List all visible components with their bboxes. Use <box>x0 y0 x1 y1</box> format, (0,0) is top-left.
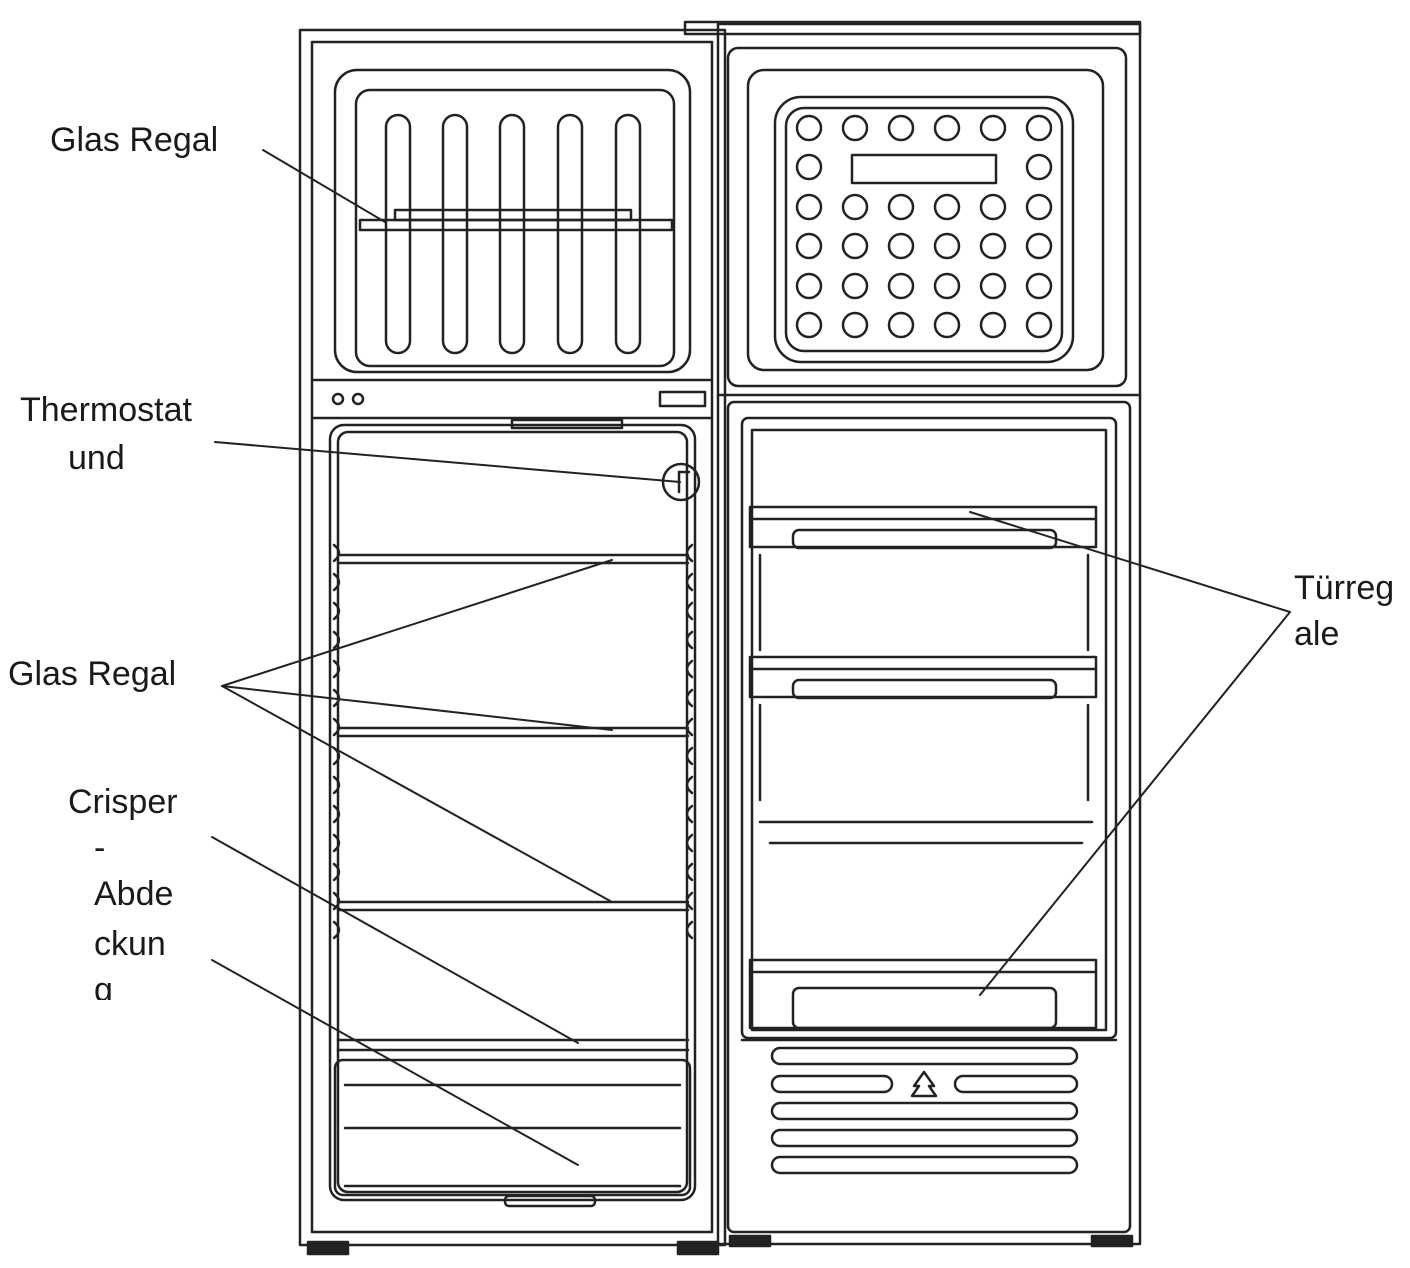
shelf-support <box>685 601 694 621</box>
shelf-support <box>332 717 341 737</box>
freezer-compartment <box>333 68 692 374</box>
shelf-support <box>332 688 341 708</box>
cabinet-body <box>298 28 727 1256</box>
shelf-support <box>685 688 694 708</box>
door-dimple <box>933 193 961 221</box>
leader-lines <box>211 149 1291 1166</box>
shelf-support <box>332 862 341 882</box>
glass-shelf-3 <box>336 900 690 912</box>
fridge-door <box>726 400 1132 1234</box>
shelf-support <box>685 543 694 563</box>
label-thermostat: Thermostat <box>20 391 192 429</box>
shelf-support <box>685 833 694 853</box>
shelf-support <box>332 572 341 592</box>
door-dimple <box>795 153 823 181</box>
glass-shelf-2 <box>336 726 690 738</box>
door-dimple <box>979 232 1007 260</box>
crisper-cover <box>336 1038 690 1052</box>
door-dimple <box>841 114 869 142</box>
door-dimple <box>795 311 823 339</box>
shelf-support <box>332 543 341 563</box>
door-dimple <box>841 311 869 339</box>
door-balcony-2 <box>748 655 1098 700</box>
label-abde: Abde <box>94 875 174 913</box>
label-glas-regal-top: Glas Regal <box>50 121 219 159</box>
label-crisper-dash: - <box>94 829 106 867</box>
vent-grille <box>740 1038 1118 1175</box>
door-dimple <box>841 193 869 221</box>
tree-logo-icon <box>910 1070 938 1098</box>
shelf-support <box>332 804 341 824</box>
shelf-support <box>332 891 341 911</box>
label-crisper: Crisper <box>68 783 178 821</box>
door-dimple <box>887 193 915 221</box>
door-dimple <box>933 311 961 339</box>
shelf-support <box>685 891 694 911</box>
freezer-rib <box>614 113 642 355</box>
freezer-door <box>726 46 1128 388</box>
shelf-support <box>685 746 694 766</box>
shelf-support <box>685 862 694 882</box>
shelf-support <box>685 804 694 824</box>
freezer-rib <box>384 113 412 355</box>
door-dimple <box>795 232 823 260</box>
shelf-support <box>685 717 694 737</box>
door-dimple <box>887 272 915 300</box>
freezer-rib <box>498 113 526 355</box>
door-dimple <box>795 114 823 142</box>
door-dimple <box>1025 272 1053 300</box>
door-balcony-3 <box>748 958 1098 1030</box>
door-dimple <box>795 193 823 221</box>
shelf-support <box>685 775 694 795</box>
label-tuerregale-ale: ale <box>1294 615 1340 653</box>
door-dimple <box>1025 153 1053 181</box>
door-dimples <box>795 114 1053 339</box>
door-dimple <box>841 272 869 300</box>
door-balcony-1 <box>748 505 1098 550</box>
label-g: g <box>94 971 113 1000</box>
freezer-rib <box>441 113 469 355</box>
label-tuerregale: Türreg <box>1294 569 1395 607</box>
label-ckun: ckun <box>94 925 166 963</box>
shelf-support <box>332 833 341 853</box>
label-glas-regal-middle: Glas Regal <box>8 655 177 693</box>
door-dimple <box>1025 114 1053 142</box>
freezer-rib <box>556 113 584 355</box>
glass-shelf-1 <box>336 553 690 565</box>
shelf-support <box>685 920 694 940</box>
freezer-glass-shelf <box>358 218 674 232</box>
crisper-drawer <box>333 1058 692 1208</box>
door-dimple <box>887 114 915 142</box>
shelf-support <box>332 775 341 795</box>
label-thermostat-und: und <box>68 439 125 477</box>
shelf-supports <box>332 543 694 940</box>
door-dimple <box>933 232 961 260</box>
divider-strip <box>310 378 714 420</box>
door-dimple <box>979 193 1007 221</box>
door-dimple <box>887 311 915 339</box>
door-dimple <box>979 114 1007 142</box>
shelf-support <box>332 630 341 650</box>
door-dimple <box>933 272 961 300</box>
door-dimple <box>979 272 1007 300</box>
shelf-support <box>685 659 694 679</box>
fridge-compartment <box>328 418 701 1208</box>
door-dimple <box>795 272 823 300</box>
shelf-support <box>685 630 694 650</box>
door-dimple <box>979 311 1007 339</box>
door-dimple <box>841 232 869 260</box>
door-dimple <box>887 232 915 260</box>
door-dimple <box>1025 311 1053 339</box>
door-dimple <box>1025 193 1053 221</box>
thermostat-dial <box>661 462 701 502</box>
door-label-plate <box>850 153 998 185</box>
shelf-support <box>685 572 694 592</box>
door-frame <box>683 20 1142 1248</box>
shelf-support <box>332 601 341 621</box>
shelf-support <box>332 659 341 679</box>
shelf-support <box>332 920 341 940</box>
door-dimple <box>1025 232 1053 260</box>
door-dimple <box>933 114 961 142</box>
